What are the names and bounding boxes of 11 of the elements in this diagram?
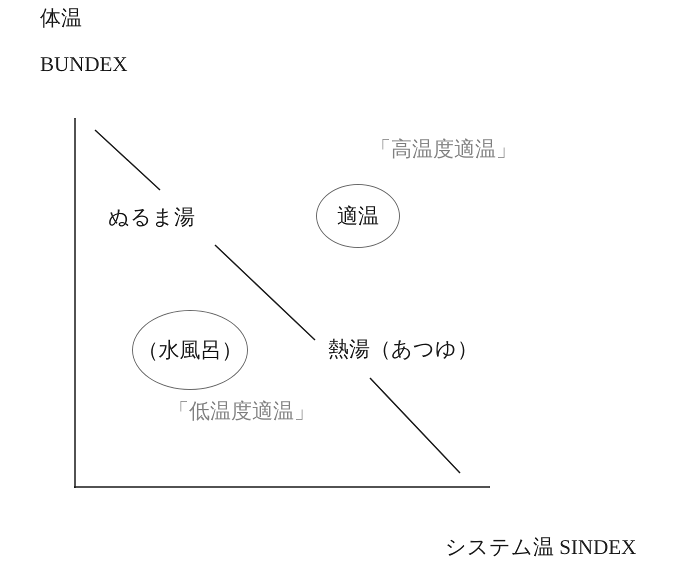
region-label: 「高温度適温」 (370, 137, 517, 162)
ellipse (132, 310, 248, 390)
region-label: 熱湯（あつゆ） (328, 337, 478, 362)
axis-label: システム温 SINDEX (445, 535, 636, 560)
ellipse-label: 適温 (337, 203, 379, 230)
axis-label: BUNDEX (40, 52, 128, 78)
ellipse-label: （水風呂） (138, 337, 242, 364)
axis-label: 体温 (40, 6, 82, 32)
ellipse (316, 184, 400, 248)
region-label: 「低温度適温」 (168, 399, 315, 424)
region-label: ぬるま湯 (108, 205, 195, 230)
